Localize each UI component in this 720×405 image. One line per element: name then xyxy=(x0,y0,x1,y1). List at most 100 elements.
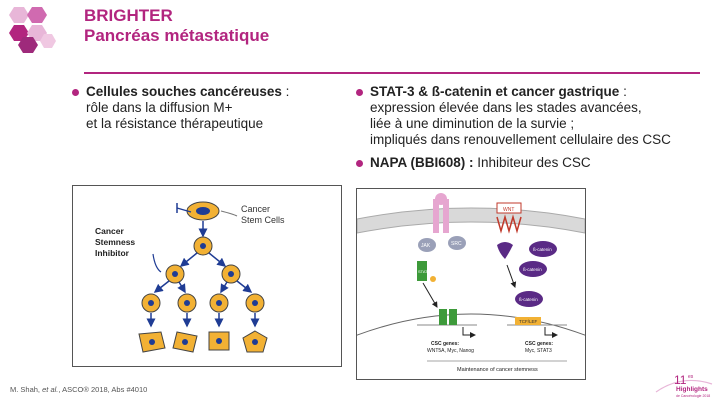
arrow-gene-left xyxy=(462,327,476,338)
brand-swoosh xyxy=(655,379,713,393)
label-csc1-title: CSC genes: xyxy=(431,341,459,347)
phospho-dot xyxy=(430,276,436,282)
brand-number: 11 xyxy=(674,373,687,387)
nucleus xyxy=(184,300,190,306)
progenitor-nucleus xyxy=(200,243,206,249)
label-csc2-title: CSC genes: xyxy=(525,341,553,347)
receptor-left-b xyxy=(443,199,449,233)
pathway-diagram: JAK SRC STAT3 WNT ß-catenin ß-catenin ß-… xyxy=(346,193,596,373)
highlights-logo: 11 es Highlights de Cancérologie 2018 xyxy=(655,373,713,398)
bullet-stat3: STAT-3 & ß-catenin et cancer gastrique :… xyxy=(356,84,712,148)
label-jak: JAK xyxy=(421,243,431,249)
nucleus xyxy=(216,300,222,306)
nucleus xyxy=(228,271,234,277)
bcat-blob-3 xyxy=(515,291,543,307)
nucleus xyxy=(149,339,155,345)
arrow-l4-1 xyxy=(153,280,170,293)
nucleus xyxy=(216,338,222,344)
title-underline xyxy=(84,72,700,74)
wnt-receptor xyxy=(496,202,522,214)
citation-prefix: M. Shah, xyxy=(10,385,43,394)
receptor-left-a xyxy=(433,199,439,233)
inhibition-line-top xyxy=(176,207,192,213)
bullet-cellules-souches: Cellules souches cancéreuses : rôle dans… xyxy=(72,84,342,132)
label-tcf: TCF/LEF xyxy=(519,319,538,324)
citation-etal: et al. xyxy=(42,385,59,394)
nucleus xyxy=(252,339,258,345)
nuclear-envelope xyxy=(346,313,596,340)
arrow-l4-3 xyxy=(220,281,229,294)
stat3-box xyxy=(417,261,427,281)
nucleus xyxy=(148,300,154,306)
bcat-blob-2 xyxy=(519,261,547,277)
tcf-box xyxy=(515,317,541,325)
bullet-dot xyxy=(356,89,363,96)
brand-word: Highlights xyxy=(676,386,708,393)
bullet-line-3: liée à une diminution de la survie ; xyxy=(370,116,575,131)
brand-ordinal: es xyxy=(688,374,694,380)
bcat-complex xyxy=(497,242,513,259)
title-line-2: Pancréas métastatique xyxy=(84,26,270,45)
nucleus xyxy=(252,300,258,306)
bullet-napa: NAPA (BBI608) : Inhibiteur des CSC xyxy=(356,155,712,171)
label-inhibitor-3: Inhibitor xyxy=(95,248,130,258)
bcat-blob-1 xyxy=(529,241,557,257)
arrow-bcat-down xyxy=(506,264,517,288)
bullet-colon: : xyxy=(281,84,290,99)
arrow-branch-left xyxy=(179,252,198,267)
receptor-head xyxy=(435,193,447,205)
arrow-gene-right xyxy=(544,327,558,338)
bullet-line-3: et la résistance thérapeutique xyxy=(86,116,264,131)
nucleus xyxy=(182,339,188,345)
logo-hex-5 xyxy=(18,37,38,53)
title-line-1: BRIGHTER xyxy=(84,6,173,25)
figure-signaling-pathway: JAK SRC STAT3 WNT ß-catenin ß-catenin ß-… xyxy=(346,188,596,380)
bullet-bold-text: Cellules souches cancéreuses xyxy=(86,84,282,99)
bullet-line-2: rôle dans la diffusion M+ xyxy=(86,100,233,115)
arrow-branch-right xyxy=(208,252,227,267)
bullet-dot xyxy=(356,160,363,167)
conference-logo xyxy=(9,7,56,53)
nucleus xyxy=(172,271,178,277)
label-stat3: STAT3 xyxy=(418,269,431,274)
label-cancer: Cancer xyxy=(241,204,270,214)
label-csc1-genes: WNT5A, Myc, Nanog xyxy=(427,348,474,354)
label-stem-cells: Stem Cells xyxy=(241,215,285,225)
bullet-rest-text: Inhibiteur des CSC xyxy=(473,155,591,170)
slide-title: BRIGHTER Pancréas métastatique xyxy=(84,6,269,46)
bullet-bold-text: STAT-3 & ß-catenin et cancer gastrique xyxy=(370,84,620,99)
label-bcat-3: ß-catenin xyxy=(519,297,538,302)
stat3-nuclear-a xyxy=(439,309,447,325)
cell-membrane xyxy=(356,207,586,234)
label-inhibitor-1: Cancer xyxy=(95,226,125,236)
citation-suffix: , ASCO® 2018, Abs #4010 xyxy=(58,385,148,394)
label-inhibitor-2: Stemness xyxy=(95,237,135,247)
left-bullet-list: Cellules souches cancéreuses : rôle dans… xyxy=(72,84,342,139)
logo-hex-2 xyxy=(27,7,47,23)
brand-sub: de Cancérologie 2018 xyxy=(676,394,710,398)
bullet-line-4: impliqués dans renouvellement cellulaire… xyxy=(370,132,671,147)
hierarchy-diagram: Cancer Stem Cells Cancer Stemness Inhibi… xyxy=(95,201,285,353)
bullet-bold-text: NAPA (BBI608) : xyxy=(370,155,474,170)
bullet-line-2: expression élevée dans les stades avancé… xyxy=(370,100,642,115)
figure-stem-cell-hierarchy: Cancer Stem Cells Cancer Stemness Inhibi… xyxy=(72,185,342,367)
bullet-dot xyxy=(72,89,79,96)
src-node xyxy=(448,236,466,250)
label-bcat-1: ß-catenin xyxy=(533,247,552,252)
arrow-l4-4 xyxy=(236,280,253,293)
label-src: SRC xyxy=(451,241,462,247)
bullet-colon: : xyxy=(619,84,627,99)
logo-hex-1 xyxy=(9,7,29,23)
citation: M. Shah, et al., ASCO® 2018, Abs #4010 xyxy=(10,385,147,394)
logo-hex-6 xyxy=(40,34,56,48)
jak-node xyxy=(418,238,436,252)
arrow-stat3-nucleus xyxy=(422,282,438,308)
label-receptor: WNT xyxy=(503,207,514,213)
label-csc2-genes: Myc, STAT3 xyxy=(525,348,552,354)
right-bullet-list: STAT-3 & ß-catenin et cancer gastrique :… xyxy=(356,84,712,178)
arrow-l4-2 xyxy=(177,281,186,294)
stat3-nuclear-b xyxy=(449,309,457,325)
label-leader xyxy=(220,210,238,217)
stem-cell-nucleus xyxy=(196,207,210,215)
label-maintenance: Maintenance of cancer stemness xyxy=(457,367,538,373)
